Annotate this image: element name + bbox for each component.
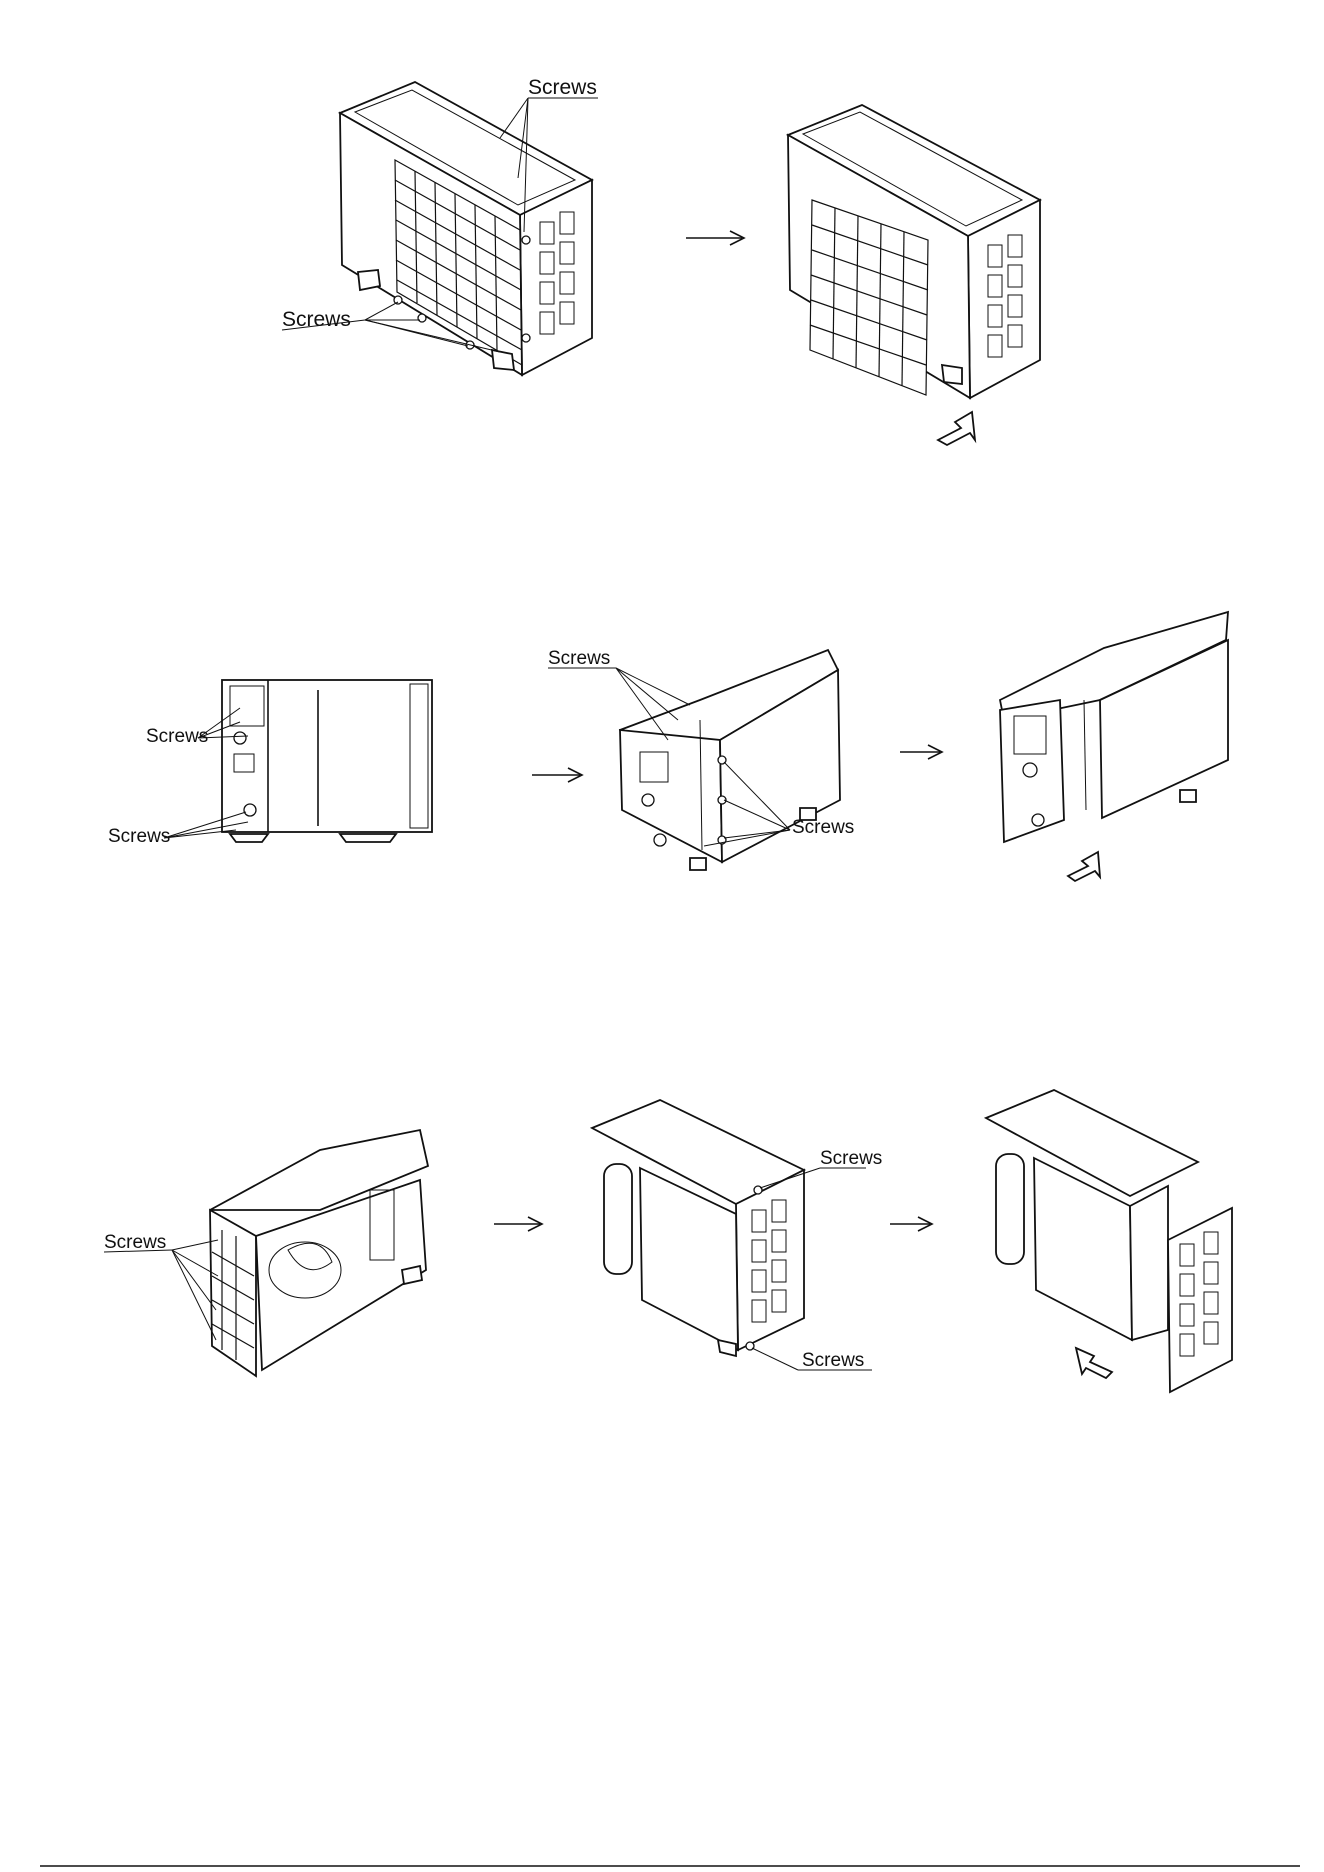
screw-icon bbox=[522, 334, 530, 342]
step3-unit-front-view bbox=[592, 1100, 872, 1370]
step2-left-lower-screws-label: Screws bbox=[108, 826, 170, 847]
removal-arrow-icon bbox=[938, 412, 975, 445]
step2-mid-right-screws-label: Screws bbox=[792, 817, 854, 838]
removal-arrow-icon bbox=[1076, 1348, 1112, 1378]
step3-left-screws-label: Screws bbox=[104, 1232, 166, 1253]
step3-unit-rear-view bbox=[104, 1130, 428, 1376]
step2-panel-removed bbox=[1000, 612, 1228, 842]
arrow-right-icon bbox=[890, 1217, 932, 1231]
step3-side-panel-removed bbox=[986, 1090, 1232, 1392]
screw-icon bbox=[522, 236, 530, 244]
arrow-right-icon bbox=[900, 745, 942, 759]
step1-unit-with-grille bbox=[282, 82, 598, 375]
step2-mid-top-screws-label: Screws bbox=[548, 648, 610, 669]
step2-left-upper-screws-label: Screws bbox=[146, 726, 208, 747]
arrow-right-icon bbox=[686, 231, 744, 245]
step1-top-screws-label: Screws bbox=[528, 76, 597, 99]
step2-side-view-unit bbox=[164, 680, 432, 842]
step1-bottom-screws-label: Screws bbox=[282, 308, 351, 331]
screw-icon bbox=[394, 296, 402, 304]
step3-mid-bottom-screws-label: Screws bbox=[802, 1350, 864, 1371]
screw-icon bbox=[418, 314, 426, 322]
step1-grille-removed bbox=[788, 105, 1040, 398]
arrow-right-icon bbox=[494, 1217, 542, 1231]
removal-arrow-icon bbox=[1068, 852, 1100, 881]
arrow-right-icon bbox=[532, 768, 582, 782]
step3-mid-top-screws-label: Screws bbox=[820, 1148, 882, 1169]
